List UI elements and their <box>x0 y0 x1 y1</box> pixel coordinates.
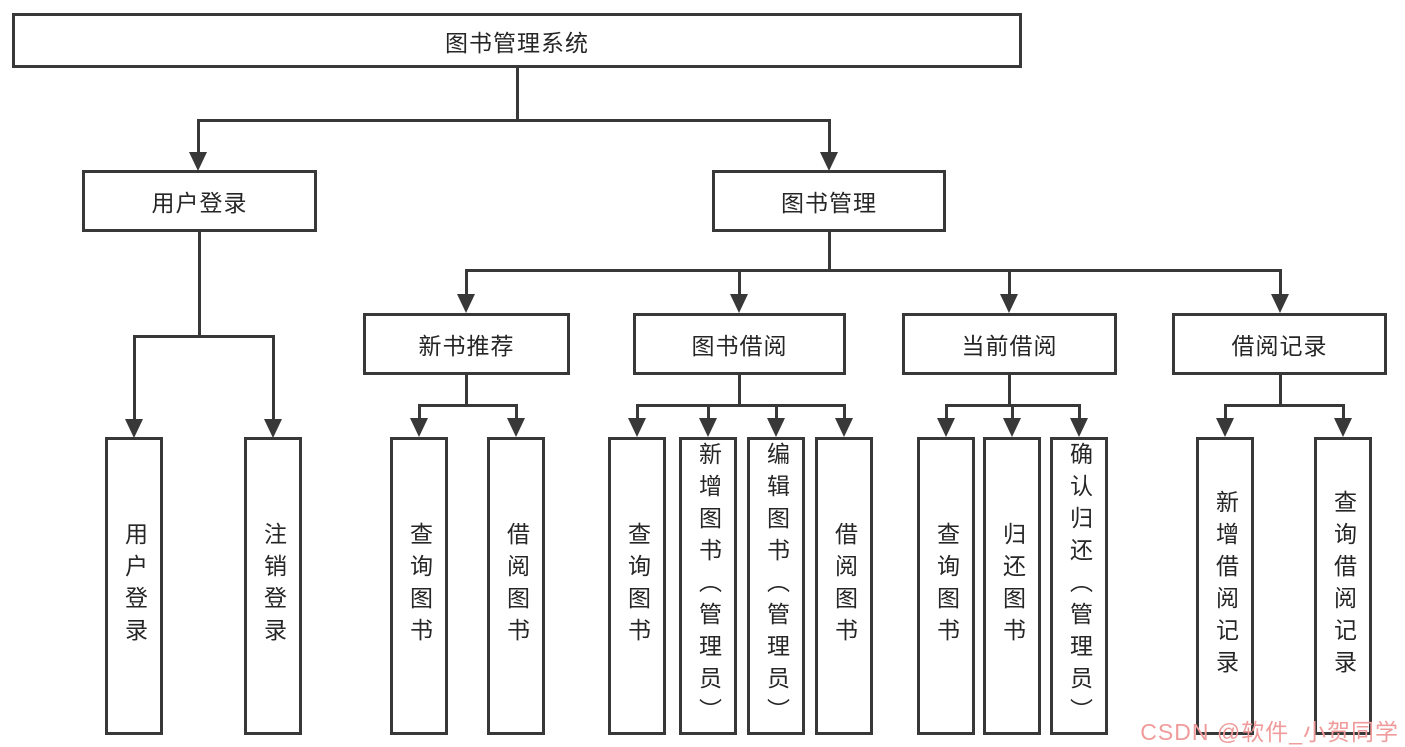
node-root: 图书管理系统 <box>12 13 1022 68</box>
leaf-borrow-book-recommend-label: 借阅图书 <box>503 522 530 650</box>
connector-current-borrow-stem <box>1008 374 1011 407</box>
connector-drop-leaf-user-login <box>133 335 136 421</box>
arrow-down-query-book-borrow-icon <box>628 418 646 437</box>
leaf-query-book-current-label: 查询图书 <box>933 522 960 650</box>
arrow-down-query-book-current-icon <box>937 418 955 437</box>
connector-drop-book-borrow <box>738 269 741 297</box>
connector-book-borrow-branch <box>636 404 845 407</box>
node-current-borrow: 当前借阅 <box>902 313 1117 375</box>
node-user-login: 用户登录 <box>82 170 317 232</box>
leaf-borrow-book-recommend: 借阅图书 <box>487 437 545 735</box>
connector-drop-query-book-borrow <box>636 404 639 420</box>
node-borrow-records-label: 借阅记录 <box>1231 333 1328 359</box>
leaf-query-book-current: 查询图书 <box>917 437 975 735</box>
arrow-down-borrow-book-recommend-icon <box>507 418 525 437</box>
connector-drop-add-borrow-record <box>1224 404 1227 420</box>
node-current-borrow-label: 当前借阅 <box>961 333 1058 359</box>
leaf-user-login: 用户登录 <box>105 437 163 735</box>
connector-drop-borrow-book-recommend <box>515 404 518 420</box>
connector-new-book-recommend-stem <box>465 374 468 407</box>
leaf-add-borrow-record: 新增借阅记录 <box>1196 437 1254 735</box>
leaf-logout-label: 注销登录 <box>260 522 287 650</box>
leaf-query-book-borrow-label: 查询图书 <box>624 522 651 650</box>
arrow-down-leaf-logout-icon <box>264 419 282 438</box>
connector-drop-current-borrow <box>1008 269 1011 297</box>
arrow-down-confirm-return-admin-icon <box>1070 418 1088 437</box>
connector-drop-add-book-admin <box>707 404 710 420</box>
connector-book-borrow-stem <box>738 374 741 407</box>
connector-drop-query-book-current <box>945 404 948 420</box>
connector-drop-borrow-records <box>1279 269 1282 297</box>
arrow-down-user-login-icon <box>189 152 207 171</box>
node-book-management: 图书管理 <box>712 170 946 232</box>
arrow-down-new-book-recommend-icon <box>457 294 475 313</box>
leaf-user-login-label: 用户登录 <box>121 522 148 650</box>
leaf-borrow-book-label: 借阅图书 <box>831 522 858 650</box>
arrow-down-borrow-book-icon <box>835 418 853 437</box>
node-new-book-recommend-label: 新书推荐 <box>418 333 515 359</box>
leaf-add-book-admin-label: 新增图书（管理员） <box>695 442 722 730</box>
connector-drop-new-book-recommend <box>465 269 468 297</box>
leaf-edit-book-admin: 编辑图书（管理员） <box>747 437 805 735</box>
arrow-down-leaf-user-login-icon <box>125 419 143 438</box>
leaf-query-book-recommend-label: 查询图书 <box>406 522 433 650</box>
leaf-confirm-return-admin-label: 确认归还（管理员） <box>1066 442 1093 730</box>
leaf-query-book-borrow: 查询图书 <box>608 437 666 735</box>
connector-user-login-branch <box>133 335 275 338</box>
node-book-borrow: 图书借阅 <box>633 313 846 375</box>
leaf-confirm-return-admin: 确认归还（管理员） <box>1050 437 1108 735</box>
leaf-add-borrow-record-label: 新增借阅记录 <box>1212 490 1239 682</box>
node-borrow-records: 借阅记录 <box>1172 313 1387 375</box>
connector-book-management-stem <box>828 231 831 272</box>
leaf-return-book: 归还图书 <box>983 437 1041 735</box>
connector-borrow-records-stem <box>1279 374 1282 407</box>
connector-user-login-stem <box>198 231 201 338</box>
connector-drop-user-login <box>197 119 200 155</box>
arrow-down-query-book-recommend-icon <box>410 418 428 437</box>
leaf-logout: 注销登录 <box>244 437 302 735</box>
arrow-down-book-borrow-icon <box>730 294 748 313</box>
csdn-watermark: CSDN @软件_小贺同学 <box>1140 719 1399 745</box>
arrow-down-edit-book-admin-icon <box>767 418 785 437</box>
connector-book-management-branch <box>465 269 1282 272</box>
connector-drop-book-management <box>828 119 831 155</box>
node-book-borrow-label: 图书借阅 <box>691 333 788 359</box>
node-new-book-recommend: 新书推荐 <box>363 313 570 375</box>
leaf-query-borrow-record-label: 查询借阅记录 <box>1330 490 1357 682</box>
leaf-query-book-recommend: 查询图书 <box>390 437 448 735</box>
connector-drop-query-book-recommend <box>418 404 421 420</box>
connector-drop-leaf-logout <box>272 335 275 421</box>
connector-drop-confirm-return-admin <box>1078 404 1081 420</box>
leaf-add-book-admin: 新增图书（管理员） <box>679 437 737 735</box>
arrow-down-return-book-icon <box>1003 418 1021 437</box>
node-root-label: 图书管理系统 <box>445 29 589 56</box>
node-user-login-label: 用户登录 <box>151 190 248 216</box>
arrow-down-book-management-icon <box>820 152 838 171</box>
leaf-return-book-label: 归还图书 <box>999 522 1026 650</box>
leaf-query-borrow-record: 查询借阅记录 <box>1314 437 1372 735</box>
arrow-down-query-borrow-record-icon <box>1334 418 1352 437</box>
leaf-borrow-book: 借阅图书 <box>815 437 873 735</box>
arrow-down-add-borrow-record-icon <box>1216 418 1234 437</box>
connector-root-branch <box>197 119 831 122</box>
arrow-down-borrow-records-icon <box>1271 294 1289 313</box>
connector-drop-borrow-book <box>843 404 846 420</box>
connector-drop-edit-book-admin <box>775 404 778 420</box>
connector-drop-query-borrow-record <box>1342 404 1345 420</box>
connector-drop-return-book <box>1011 404 1014 420</box>
connector-root-stem <box>516 68 519 121</box>
node-book-management-label: 图书管理 <box>781 190 877 216</box>
arrow-down-add-book-admin-icon <box>699 418 717 437</box>
leaf-edit-book-admin-label: 编辑图书（管理员） <box>763 442 790 730</box>
arrow-down-current-borrow-icon <box>1000 294 1018 313</box>
connector-new-book-recommend-branch <box>418 404 518 407</box>
connector-borrow-records-branch <box>1224 404 1345 407</box>
